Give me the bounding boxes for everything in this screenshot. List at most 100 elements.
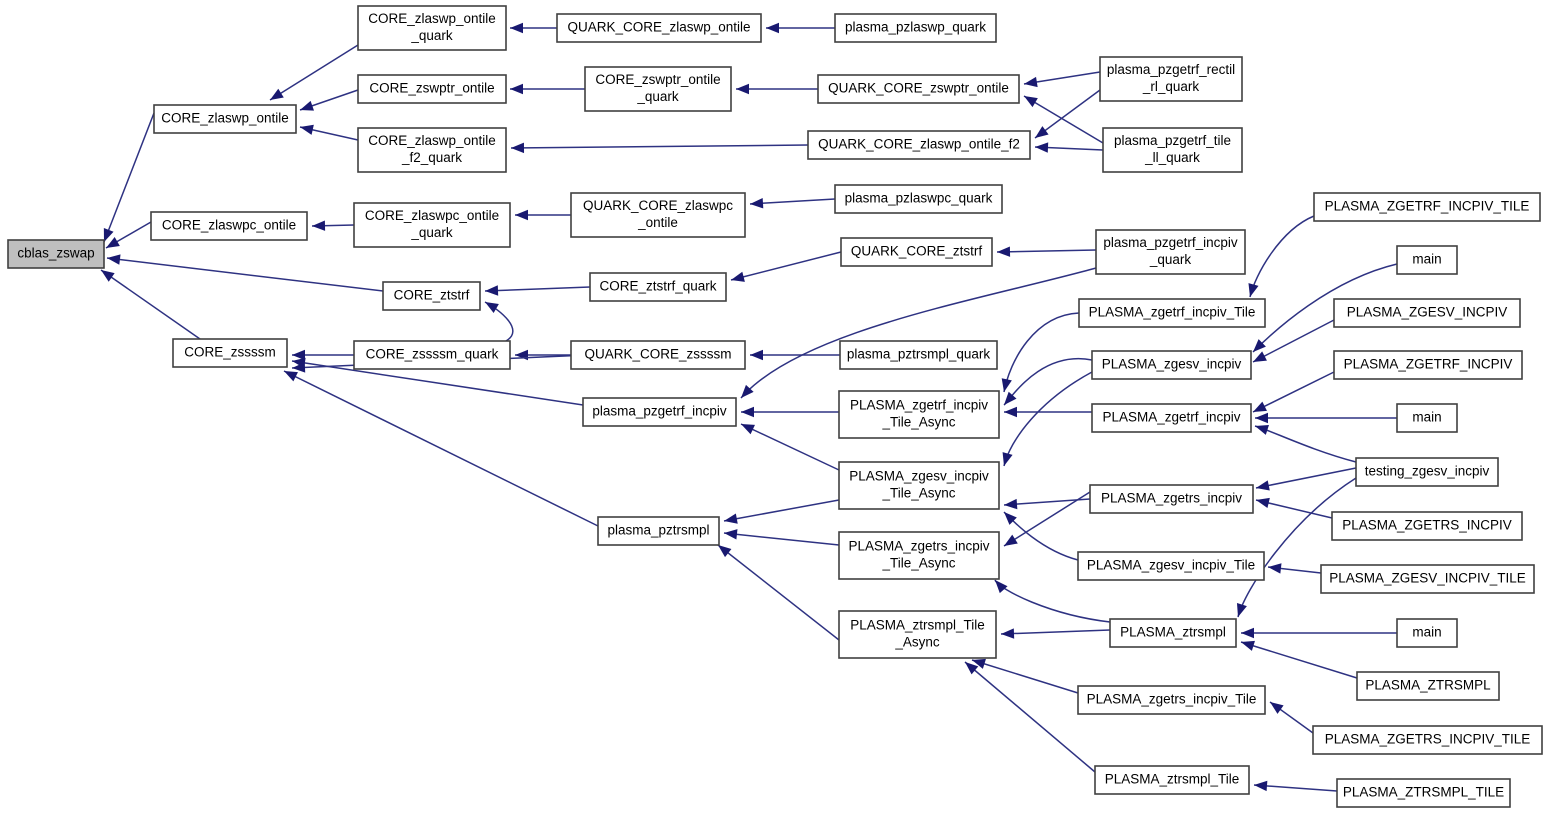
node-box[interactable] [834, 13, 997, 43]
graph-node-plasma-zgetrf-incpiv-tile-async[interactable]: PLASMA_zgetrf_incpiv_Tile_AsyncPLASMA_zg… [838, 390, 1000, 439]
node-box[interactable] [817, 74, 1020, 104]
graph-node-main-1[interactable]: mainmain [1396, 245, 1458, 275]
graph-node-plasma-zgesv-incpiv-tile[interactable]: PLASMA_zgesv_incpiv_TilePLASMA_zgesv_inc… [1077, 551, 1265, 581]
graph-node-plasma-pztrsmpl[interactable]: plasma_pztrsmplplasma_pztrsmpl [597, 516, 720, 546]
graph-node-plasma-zgetrf-incpiv-tile[interactable]: PLASMA_ZGETRF_INCPIV_TILEPLASMA_ZGETRF_I… [1313, 192, 1541, 222]
node-box[interactable] [382, 281, 481, 311]
node-box[interactable] [1355, 457, 1499, 487]
graph-node-plasma-zgetrs-incpiv-tile[interactable]: PLASMA_zgetrs_incpiv_TilePLASMA_zgetrs_i… [1077, 685, 1266, 715]
node-box[interactable] [838, 461, 1000, 510]
node-box[interactable] [838, 390, 1000, 439]
node-box[interactable] [357, 5, 507, 51]
graph-node-plasma-zgetrs-incpiv-tile[interactable]: PLASMA_ZGETRS_INCPIV_TILEPLASMA_ZGETRS_I… [1312, 725, 1543, 755]
node-box[interactable] [582, 397, 737, 427]
node-box[interactable] [584, 66, 732, 112]
node-box[interactable] [839, 340, 998, 370]
graph-node-plasma-pzgetrf-incpiv[interactable]: plasma_pzgetrf_incpivplasma_pzgetrf_incp… [582, 397, 737, 427]
node-box[interactable] [1356, 671, 1500, 701]
graph-node-core-zlaswpc-ontile-quark[interactable]: CORE_zlaswpc_ontile_quarkCORE_zlaswpc_on… [353, 202, 511, 248]
node-box[interactable] [1331, 511, 1523, 541]
graph-node-quark-core-zlaswp-ontile[interactable]: QUARK_CORE_zlaswp_ontileQUARK_CORE_zlasw… [556, 13, 762, 43]
node-box[interactable] [150, 211, 308, 241]
graph-node-plasma-ztrsmpl-tile-async[interactable]: PLASMA_ztrsmpl_Tile_AsyncPLASMA_ztrsmpl_… [838, 610, 997, 659]
graph-node-quark-core-zswptr-ontile[interactable]: QUARK_CORE_zswptr_ontileQUARK_CORE_zswpt… [817, 74, 1020, 104]
graph-node-quark-core-zlaswpc-ontile[interactable]: QUARK_CORE_zlaswpc_ontileQUARK_CORE_zlas… [570, 192, 746, 238]
node-box[interactable] [1091, 350, 1252, 380]
node-box[interactable] [1333, 298, 1521, 328]
node-box[interactable] [1095, 229, 1246, 275]
node-box[interactable] [1077, 551, 1265, 581]
graph-node-quark-core-zssssm[interactable]: QUARK_CORE_zssssmQUARK_CORE_zssssm [570, 340, 746, 370]
node-box[interactable] [1102, 127, 1243, 173]
graph-node-plasma-pzgetrf-rectil-rl-quark[interactable]: plasma_pzgetrf_rectil_rl_quarkplasma_pzg… [1099, 56, 1243, 102]
node-box[interactable] [1312, 725, 1543, 755]
node-box[interactable] [357, 74, 507, 104]
node-box[interactable] [153, 104, 297, 134]
node-box[interactable] [353, 202, 511, 248]
node-box[interactable] [7, 239, 105, 269]
node-box[interactable] [1091, 403, 1252, 433]
node-box[interactable] [597, 516, 720, 546]
node-box[interactable] [357, 127, 507, 173]
node-box[interactable] [1077, 685, 1266, 715]
node-box[interactable] [1109, 618, 1237, 648]
graph-node-plasma-zgesv-incpiv-tile-async[interactable]: PLASMA_zgesv_incpiv_Tile_AsyncPLASMA_zge… [838, 461, 1000, 510]
node-box[interactable] [1333, 350, 1523, 380]
node-box[interactable] [840, 237, 993, 267]
graph-node-plasma-pztrsmpl-quark[interactable]: plasma_pztrsmpl_quarkplasma_pztrsmpl_qua… [839, 340, 998, 370]
graph-node-quark-core-zlaswp-ontile-f2[interactable]: QUARK_CORE_zlaswp_ontile_f2QUARK_CORE_zl… [807, 130, 1031, 160]
node-box[interactable] [838, 531, 1000, 580]
graph-node-plasma-zgetrf-incpiv-tile[interactable]: PLASMA_zgetrf_incpiv_TilePLASMA_zgetrf_i… [1078, 298, 1266, 328]
node-box[interactable] [838, 610, 997, 659]
node-box[interactable] [1396, 403, 1458, 433]
graph-node-plasma-zgesv-incpiv-tile[interactable]: PLASMA_ZGESV_INCPIV_TILEPLASMA_ZGESV_INC… [1320, 564, 1535, 594]
node-box[interactable] [1336, 778, 1511, 808]
node-box[interactable] [1078, 298, 1266, 328]
node-box[interactable] [1099, 56, 1243, 102]
graph-node-testing-zgesv-incpiv[interactable]: testing_zgesv_incpivtesting_zgesv_incpiv [1355, 457, 1499, 487]
node-box[interactable] [353, 340, 511, 370]
node-box[interactable] [1320, 564, 1535, 594]
graph-node-plasma-pzlaswpc-quark[interactable]: plasma_pzlaswpc_quarkplasma_pzlaswpc_qua… [834, 184, 1003, 214]
graph-node-main-2[interactable]: mainmain [1396, 403, 1458, 433]
node-box[interactable] [1313, 192, 1541, 222]
node-box[interactable] [1396, 618, 1458, 648]
node-box[interactable] [570, 340, 746, 370]
graph-node-main-3[interactable]: mainmain [1396, 618, 1458, 648]
graph-node-plasma-pzgetrf-tile-ll-quark[interactable]: plasma_pzgetrf_tile_ll_quarkplasma_pzget… [1102, 127, 1243, 173]
node-box[interactable] [1396, 245, 1458, 275]
graph-node-cblas-zswap[interactable]: cblas_zswapcblas_zswap [7, 239, 105, 269]
graph-node-core-zlaswp-ontile-quark[interactable]: CORE_zlaswp_ontile_quarkCORE_zlaswp_onti… [357, 5, 507, 51]
node-box[interactable] [556, 13, 762, 43]
node-box[interactable] [172, 338, 288, 368]
node-box[interactable] [807, 130, 1031, 160]
node-box[interactable] [1089, 484, 1254, 514]
node-box[interactable] [834, 184, 1003, 214]
graph-node-core-zswptr-ontile-quark[interactable]: CORE_zswptr_ontile_quarkCORE_zswptr_onti… [584, 66, 732, 112]
node-box[interactable] [1094, 765, 1250, 795]
node-box[interactable] [589, 272, 727, 302]
graph-node-core-zlaswp-ontile-f2-quark[interactable]: CORE_zlaswp_ontile_f2_quarkCORE_zlaswp_o… [357, 127, 507, 173]
node-box[interactable] [570, 192, 746, 238]
graph-node-plasma-zgetrs-incpiv-tile-async[interactable]: PLASMA_zgetrs_incpiv_Tile_AsyncPLASMA_zg… [838, 531, 1000, 580]
graph-node-plasma-pzgetrf-incpiv-quark[interactable]: plasma_pzgetrf_incpiv_quarkplasma_pzgetr… [1095, 229, 1246, 275]
